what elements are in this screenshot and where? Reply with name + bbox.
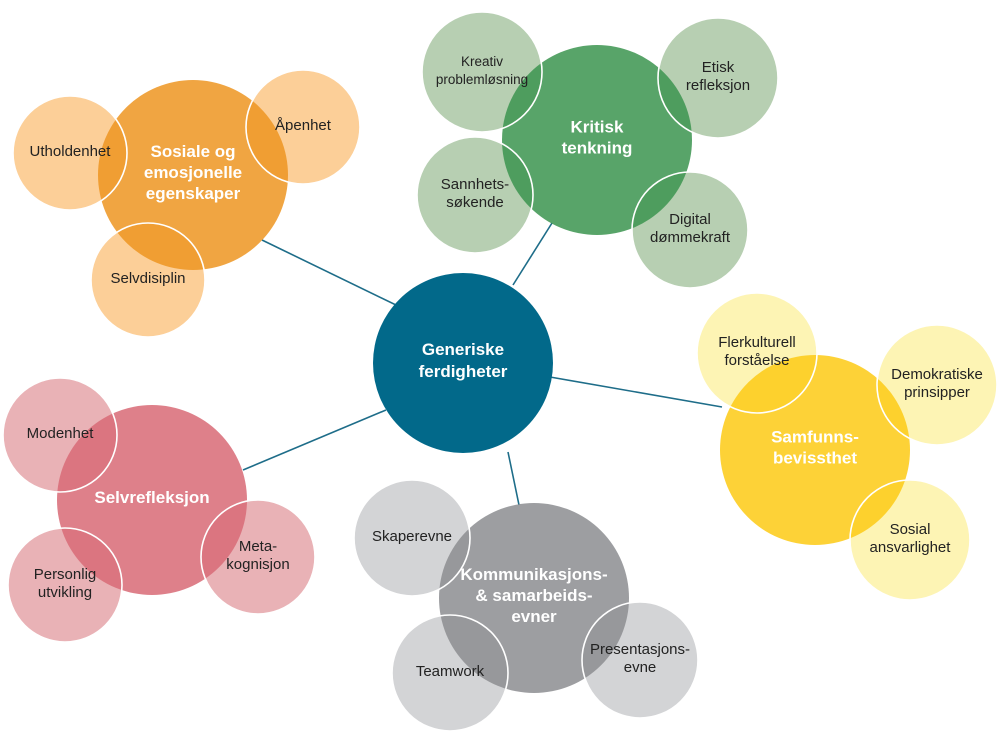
subskill-outline	[7, 527, 123, 643]
connector-selvrefleksjon	[242, 409, 387, 471]
skill-label-sosiale: Sosiale og emosjonelle egenskaper	[144, 142, 242, 203]
skill-label-sosiale-line: emosjonelle	[144, 163, 242, 182]
subskill-outline	[353, 479, 471, 597]
subskill-outline	[200, 499, 316, 615]
subskill-label-line: ansvarlighet	[870, 539, 952, 556]
subskill-label: Presentasjons-evne	[590, 641, 690, 676]
subskill-label-line: Meta-	[239, 538, 277, 555]
subskill-label: Åpenhet	[275, 117, 332, 134]
subskill-label-line: problemløsning	[436, 72, 528, 87]
subskill-label-line: Digital	[669, 211, 711, 228]
subskill-label-line: Åpenhet	[275, 117, 332, 134]
subskill-label-line: Demokratiske	[891, 366, 983, 383]
skill-bubble-selvrefleksjon	[57, 405, 247, 595]
subskill-bubble	[354, 480, 470, 596]
subskill-outline	[657, 17, 779, 139]
subskill-label-line: Etisk	[702, 59, 735, 76]
group-sosiale: Sosiale og emosjonelle egenskaper Utholdenh…	[12, 69, 361, 338]
skill-label-kritisk-line: Kritisk	[571, 118, 624, 137]
subskill-outline	[245, 69, 361, 185]
skill-bubble-kommunikasjon	[439, 503, 629, 693]
subskill-outline	[696, 292, 818, 414]
center-bubble	[373, 273, 553, 453]
skill-label-selvrefleksjon-line: Selvrefleksjon	[94, 488, 209, 507]
skill-label-samfunn: Samfunns-bevissthet	[771, 428, 859, 468]
subskill-label-line: Flerkulturell	[718, 334, 796, 351]
subskill-label-line: Skaperevne	[372, 528, 452, 545]
subskill-label-line: Teamwork	[416, 663, 485, 680]
subskill-label-line: søkende	[446, 194, 504, 211]
skill-label-sosiale-line: egenskaper	[146, 184, 241, 203]
subskill-label: Sannhets-søkende	[441, 176, 509, 211]
subskill-bubble	[877, 325, 997, 445]
subskill-label-line: refleksjon	[686, 77, 750, 94]
subskill-label: Modenhet	[27, 425, 95, 442]
subskill-bubble	[417, 137, 533, 253]
subskill-label-line: Sannhets-	[441, 176, 509, 193]
subskill-label: Selvdisiplin	[110, 270, 185, 287]
skill-label-kommunikasjon-line: evner	[511, 607, 557, 626]
center-label-line: Generiske	[422, 340, 504, 359]
subskill-bubble	[658, 18, 778, 138]
skill-label-sosiale-line: Sosiale og	[150, 142, 235, 161]
subskill-label-line: utvikling	[38, 584, 92, 601]
subskill-label-line: kognisjon	[226, 556, 289, 573]
connector-kommunikasjon	[507, 451, 520, 506]
skill-label-samfunn-line: Samfunns-	[771, 428, 859, 447]
connector-kritisk	[512, 222, 553, 286]
subskill-label-line: Personlig	[34, 566, 97, 583]
subskill-label-line: evne	[624, 659, 657, 676]
subskill-label: Meta-kognisjon	[226, 538, 289, 573]
subskill-label: Skaperevne	[372, 528, 452, 545]
skill-bubble-kritisk	[502, 45, 692, 235]
subskill-label-line: Utholdenhet	[30, 143, 112, 160]
subskill-label-line: Selvdisiplin	[110, 270, 185, 287]
subskill-outline	[90, 222, 206, 338]
subskill-outline	[416, 136, 534, 254]
subskill-outline	[631, 171, 749, 289]
subskill-outline	[876, 324, 998, 446]
subskill-label: Utholdenhet	[30, 143, 112, 160]
subskill-label-line: dømmekraft	[650, 229, 731, 246]
connector-samfunn	[549, 376, 723, 408]
subskill-label-line: Modenhet	[27, 425, 95, 442]
subskill-label-line: Sosial	[890, 521, 931, 538]
skill-label-selvrefleksjon: Selvrefleksjon	[94, 488, 209, 507]
group-selvrefleksjon: Selvrefleksjon ModenhetMeta-kognisjonPers…	[2, 377, 316, 643]
subskill-outline	[391, 614, 509, 732]
subskill-label: Teamwork	[416, 663, 485, 680]
subskill-outline	[2, 377, 118, 493]
connector-sosiale	[261, 239, 397, 306]
subskill-outline	[12, 95, 128, 211]
skill-label-kommunikasjon: Kommunikasjons- & samarbeids-evner	[460, 565, 607, 626]
skill-bubble-samfunn	[720, 355, 910, 545]
group-kommunikasjon: Kommunikasjons- & samarbeids-evner Skapere…	[353, 479, 699, 732]
subskill-label-line: forståelse	[724, 352, 789, 369]
skill-label-samfunn-line: bevissthet	[773, 449, 857, 468]
subskill-label-line: Kreativ	[461, 54, 503, 69]
group-kritisk: Kritisk tenkning Kreativ problemløsning Etis…	[416, 11, 779, 289]
subskill-label-line: prinsipper	[904, 384, 970, 401]
subskill-outline	[421, 11, 543, 133]
center-label-line: ferdigheter	[419, 362, 508, 381]
skill-label-kritisk: Kritisk tenkning	[562, 118, 633, 158]
subskill-outline	[581, 601, 699, 719]
skill-label-kommunikasjon-line: Kommunikasjons-	[460, 565, 607, 584]
center-label: Generiske ferdigheter	[419, 340, 508, 381]
skill-label-kritisk-line: tenkning	[562, 139, 633, 158]
subskill-label: Kreativ problemløsning	[436, 54, 528, 87]
skill-label-kommunikasjon-line: & samarbeids-	[475, 586, 592, 605]
subskill-label-line: Presentasjons-	[590, 641, 690, 658]
subskill-outline	[849, 479, 971, 601]
